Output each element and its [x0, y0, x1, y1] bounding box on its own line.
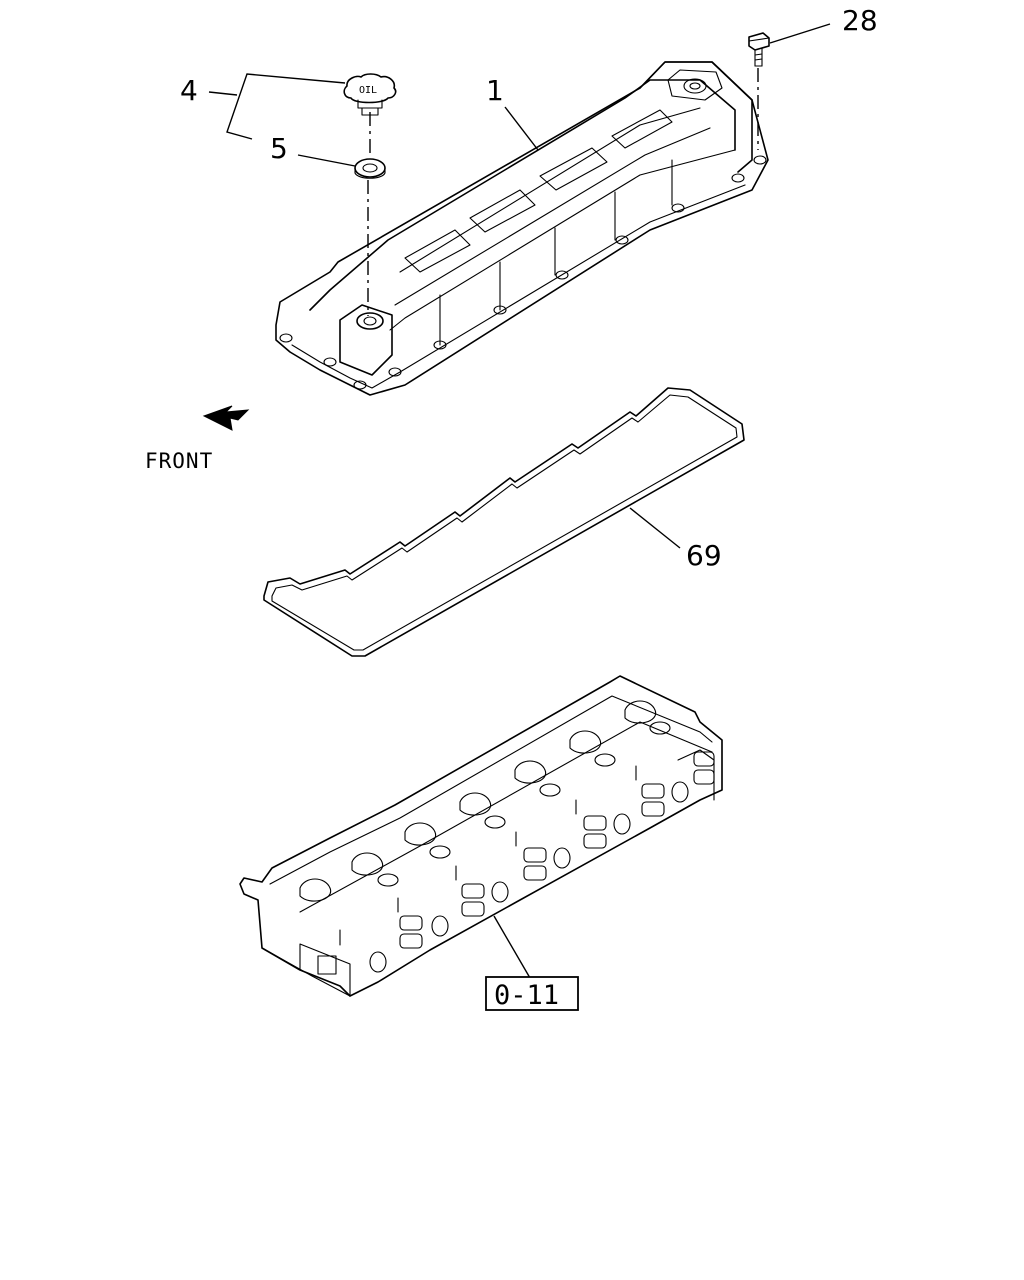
- leader-lines: [208, 23, 831, 979]
- callout-5: 5: [270, 132, 288, 165]
- cylinder-head: [239, 675, 723, 997]
- cylinder-head-cover: [275, 61, 769, 396]
- reference-label: 0-11: [494, 980, 559, 1011]
- washer: [354, 158, 386, 179]
- cap-marking: OIL: [359, 85, 377, 96]
- callout-4: 4: [180, 74, 198, 107]
- bolt-28: [748, 32, 770, 67]
- reference-box[interactable]: 0-11: [485, 976, 579, 1011]
- callout-1: 1: [486, 74, 504, 107]
- front-label: FRONT: [145, 449, 213, 473]
- callout-69: 69: [686, 539, 722, 572]
- oil-filler-cap: OIL: [343, 73, 397, 116]
- head-cover-gasket: [263, 387, 745, 657]
- callout-28: 28: [842, 4, 878, 37]
- assembly-lines: [367, 68, 759, 316]
- front-direction-arrow: FRONT: [145, 405, 250, 473]
